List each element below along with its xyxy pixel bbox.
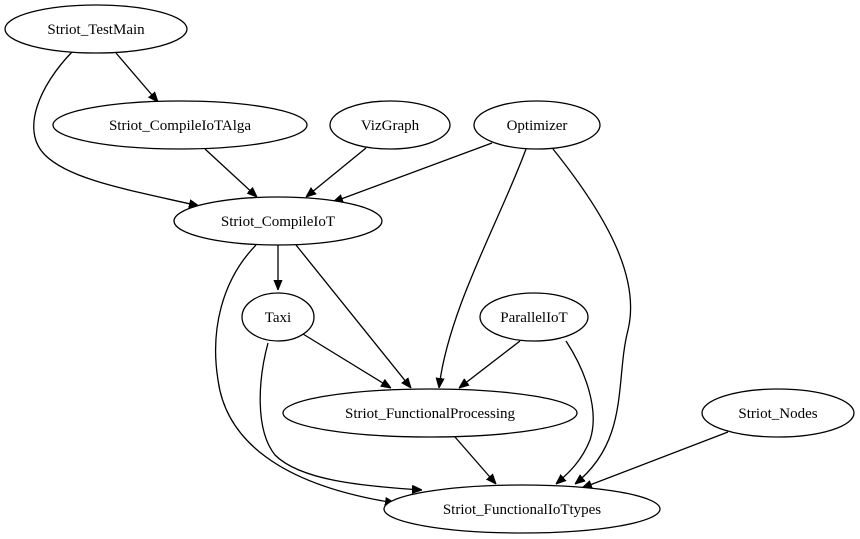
node-label: Striot_FunctionalIoTtypes xyxy=(443,502,601,518)
edges xyxy=(33,51,729,503)
node-label: Striot_CompileIoTAlga xyxy=(109,118,251,134)
node-label: Striot_CompileIoT xyxy=(221,214,335,230)
node-paralleliot[interactable]: ParallelIoT xyxy=(479,292,589,342)
node-label: ParallelIoT xyxy=(500,310,567,326)
node-optimizer[interactable]: Optimizer xyxy=(473,100,601,150)
node-label: Taxi xyxy=(265,310,291,326)
edge-paralleliot-to-functionalprocessing xyxy=(459,340,521,388)
node-label: Striot_FunctionalProcessing xyxy=(345,406,515,422)
edge-nodes-to-functionaliotypes xyxy=(582,431,729,488)
edge-compilealga-to-compileiot xyxy=(204,148,257,197)
node-label: Striot_Nodes xyxy=(738,406,817,422)
edge-vizgraph-to-compileiot xyxy=(306,147,367,197)
node-label: Striot_TestMain xyxy=(47,22,145,38)
node-label: Optimizer xyxy=(507,118,568,134)
node-label: VizGraph xyxy=(361,118,420,134)
edge-compileiot-to-functionalprocessing xyxy=(295,244,411,388)
node-striot-compileiot[interactable]: Striot_CompileIoT xyxy=(173,196,383,246)
edge-optimizer-to-functionalprocessing xyxy=(439,148,527,388)
node-striot-functionaliotypes[interactable]: Striot_FunctionalIoTtypes xyxy=(383,484,661,534)
node-striot-compileiotalga[interactable]: Striot_CompileIoTAlga xyxy=(52,100,308,150)
edge-testmain-to-compilealga xyxy=(115,52,158,102)
edge-optimizer-to-compileiot xyxy=(333,142,493,202)
edge-taxi-to-functionaliotypes xyxy=(259,342,422,490)
edge-optimizer-to-functionaliotypes xyxy=(552,148,632,484)
node-striot-functionalprocessing[interactable]: Striot_FunctionalProcessing xyxy=(282,388,578,438)
node-vizgraph[interactable]: VizGraph xyxy=(329,100,451,150)
node-striot-nodes[interactable]: Striot_Nodes xyxy=(701,388,855,438)
edge-testmain-to-compileiot xyxy=(33,51,199,206)
edge-compileiot-to-functionaliotypes xyxy=(215,244,395,503)
node-striot-testmain[interactable]: Striot_TestMain xyxy=(4,4,188,54)
node-taxi[interactable]: Taxi xyxy=(241,292,315,342)
edge-taxi-to-functionalprocessing xyxy=(302,333,391,388)
edge-paralleliot-to-functionaliotypes xyxy=(556,340,594,484)
edge-functionalprocessing-to-functionaliotypes xyxy=(454,436,496,484)
